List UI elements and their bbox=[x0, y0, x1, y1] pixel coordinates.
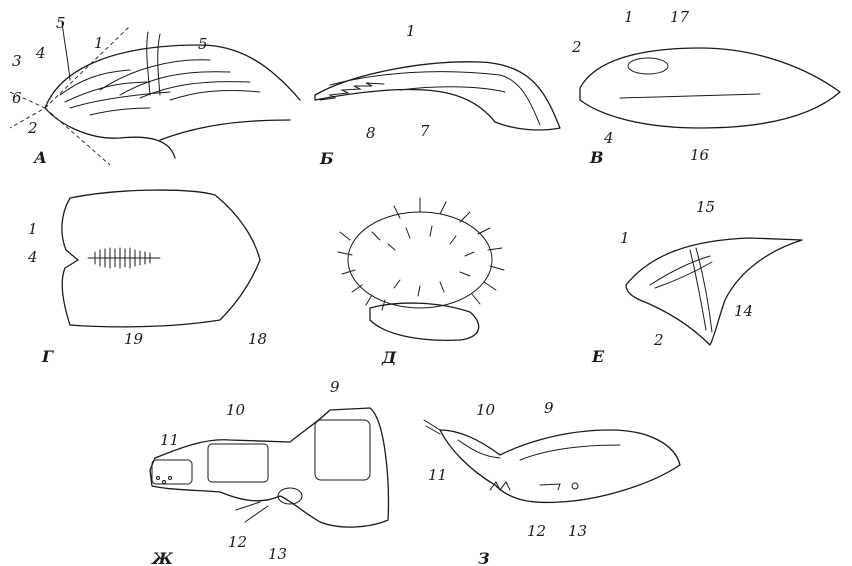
panel-e-number-2: 2 bbox=[653, 331, 664, 349]
panel-g-drawing bbox=[62, 190, 260, 327]
panel-v-label: В bbox=[589, 148, 604, 167]
panel-g-number-18: 18 bbox=[248, 330, 267, 348]
panel-zh-number-9: 9 bbox=[330, 378, 340, 396]
panel-z-number-13: 13 bbox=[568, 522, 587, 540]
panel-e-drawing bbox=[626, 238, 802, 345]
panel-g-number-1: 1 bbox=[28, 220, 38, 238]
panel-a-label: А bbox=[33, 148, 47, 167]
panel-z-label: З bbox=[478, 549, 490, 566]
panel-e-number-14: 14 bbox=[734, 302, 753, 320]
panel-b-drawing bbox=[315, 62, 560, 130]
panel-z-number-9: 9 bbox=[544, 399, 554, 417]
panel-zh-number-13: 13 bbox=[268, 545, 287, 563]
panel-zh-drawing bbox=[150, 408, 388, 527]
panel-a-drawing bbox=[10, 22, 300, 165]
panel-a-number-6: 6 bbox=[12, 89, 22, 107]
panel-e-label: Е bbox=[591, 347, 605, 366]
panel-a-number-3: 3 bbox=[12, 52, 22, 70]
panel-z-number-10: 10 bbox=[476, 401, 496, 419]
panel-d-drawing bbox=[338, 198, 504, 340]
panel-v-number-17: 17 bbox=[670, 8, 690, 26]
panel-e-number-1: 1 bbox=[620, 229, 630, 247]
panel-zh-number-11: 11 bbox=[160, 431, 179, 449]
panel-e-number-15: 15 bbox=[696, 198, 715, 216]
panel-z-number-11: 11 bbox=[428, 466, 447, 484]
panel-zh-label: Ж bbox=[151, 549, 174, 566]
panel-b-number-1: 1 bbox=[406, 22, 416, 40]
panel-g-number-4: 4 bbox=[27, 248, 38, 266]
panel-a-number-4: 4 bbox=[35, 44, 46, 62]
panel-zh-number-12: 12 bbox=[228, 533, 247, 551]
panel-d-label: Д bbox=[381, 348, 397, 367]
panel-g-label: Г bbox=[41, 347, 54, 366]
panel-z-drawing bbox=[424, 420, 680, 502]
panel-b-number-7: 7 bbox=[420, 122, 430, 140]
panel-a-number-5-left: 5 bbox=[56, 14, 66, 32]
panel-b-label: Б bbox=[319, 149, 334, 168]
panel-z-number-12: 12 bbox=[527, 522, 546, 540]
panel-v-number-1: 1 bbox=[624, 8, 634, 26]
panel-zh-number-10: 10 bbox=[226, 401, 246, 419]
panel-v-number-4: 4 bbox=[603, 129, 614, 147]
panel-v-drawing bbox=[580, 48, 840, 128]
panel-a-number-5-right: 5 bbox=[198, 35, 208, 53]
panel-v-number-2: 2 bbox=[571, 38, 582, 56]
panel-b-number-8: 8 bbox=[366, 124, 376, 142]
panel-a-number-1: 1 bbox=[94, 34, 104, 52]
panel-g-number-19: 19 bbox=[124, 330, 144, 348]
panel-a-number-2: 2 bbox=[27, 119, 38, 137]
panel-v-number-16: 16 bbox=[690, 146, 710, 164]
